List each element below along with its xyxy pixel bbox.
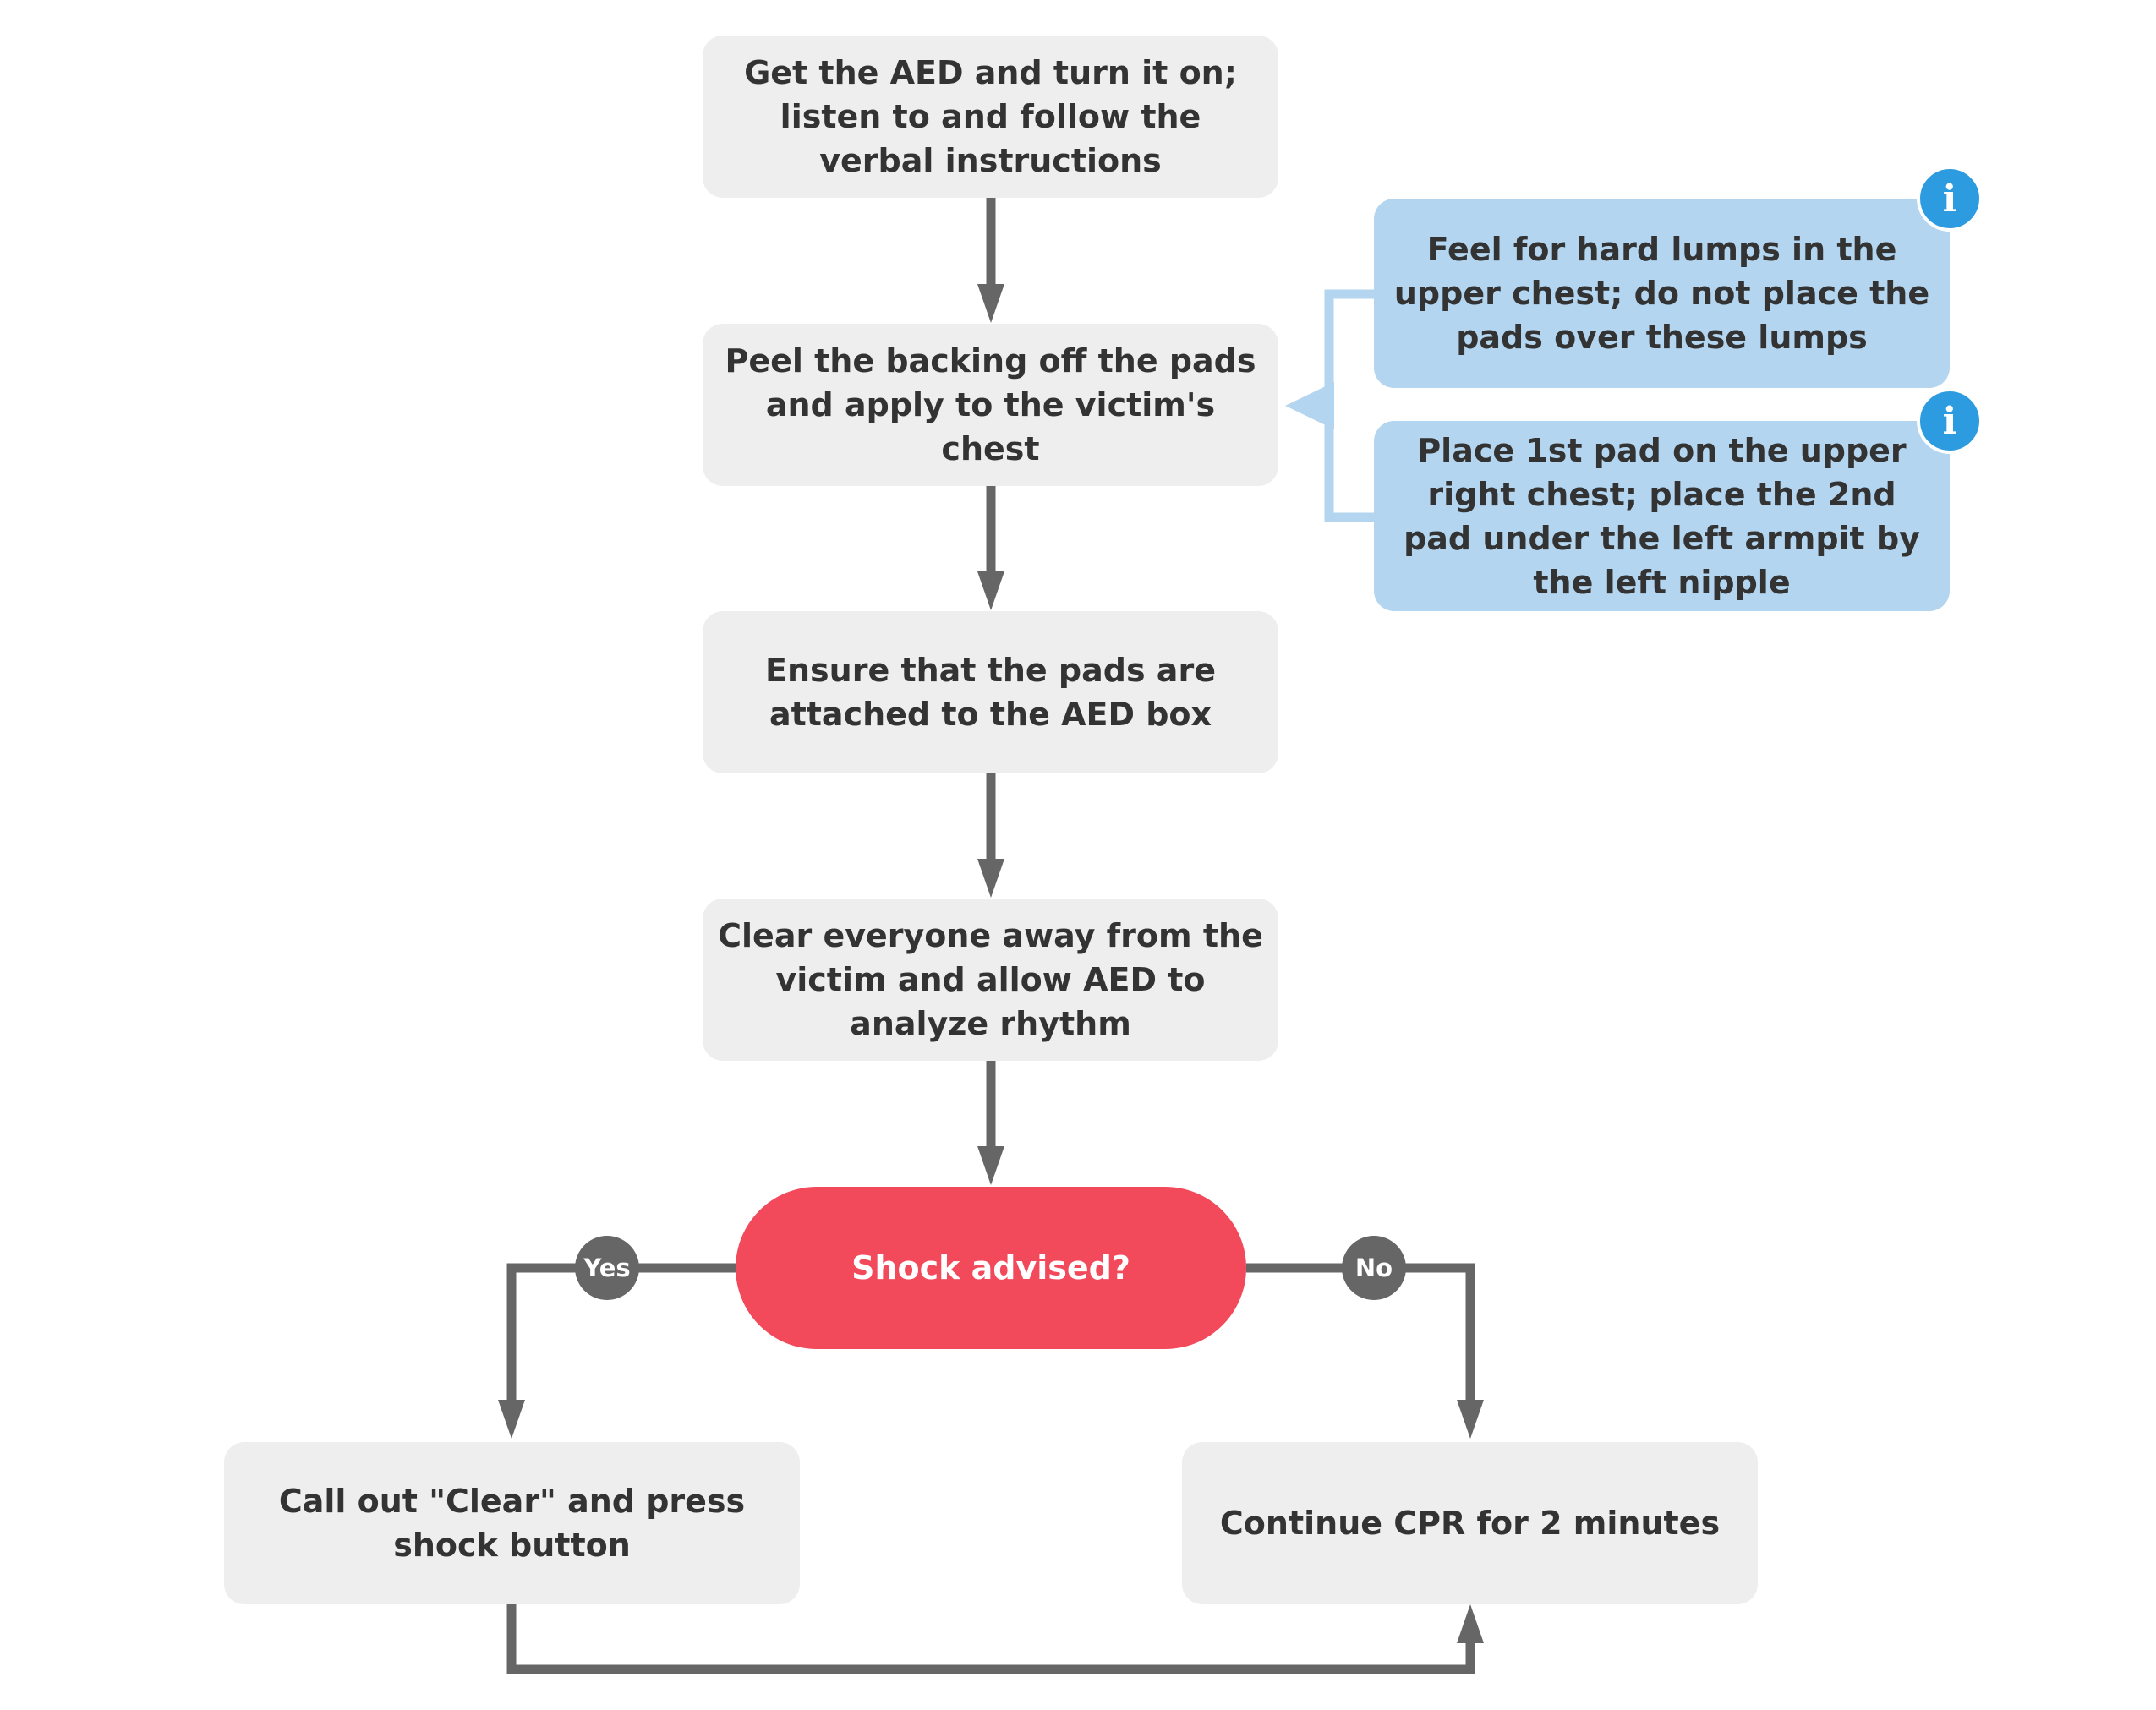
info-icon[interactable]: i xyxy=(1917,388,1983,454)
yes-label: Yes xyxy=(575,1236,639,1300)
step-apply-pads: Peel the backing off the pads and apply … xyxy=(703,324,1278,486)
arrow-yes-branch xyxy=(498,1263,736,1439)
step-clear-and-analyze: Clear everyone away from the victim and … xyxy=(703,899,1278,1061)
arrow-step4-to-decision xyxy=(977,1061,1004,1185)
step-press-shock: Call out "Clear" and press shock button xyxy=(224,1442,800,1604)
no-label: No xyxy=(1342,1236,1406,1300)
note-pad-placement-text: Place 1st pad on the upper right chest; … xyxy=(1404,431,1920,601)
step-get-aed: Get the AED and turn it on; listen to an… xyxy=(703,36,1278,198)
step-press-shock-text: Call out "Clear" and press shock button xyxy=(278,1483,746,1564)
arrow-step1-to-step2 xyxy=(977,198,1004,323)
step-attach-pads: Ensure that the pads are attached to the… xyxy=(703,611,1278,773)
step-get-aed-text: Get the AED and turn it on; listen to an… xyxy=(744,54,1237,179)
note-hard-lumps-text: Feel for hard lumps in the upper chest; … xyxy=(1393,231,1930,356)
decision-shock-advised: Shock advised? xyxy=(736,1187,1246,1349)
step-apply-pads-text: Peel the backing off the pads and apply … xyxy=(725,342,1256,467)
arrow-step2-to-step3 xyxy=(977,486,1004,610)
step-continue-cpr-text: Continue CPR for 2 minutes xyxy=(1219,1505,1721,1542)
arrow-step3-to-step4 xyxy=(977,773,1004,898)
note-bracket xyxy=(1285,289,1374,522)
decision-text: Shock advised? xyxy=(851,1249,1130,1287)
note-pad-placement: Place 1st pad on the upper right chest; … xyxy=(1374,421,1950,611)
arrow-shock-to-cpr xyxy=(506,1604,1484,1674)
step-attach-pads-text: Ensure that the pads are attached to the… xyxy=(765,652,1216,733)
info-icon[interactable]: i xyxy=(1917,166,1983,232)
arrow-no-branch xyxy=(1246,1263,1484,1439)
note-hard-lumps: Feel for hard lumps in the upper chest; … xyxy=(1374,199,1950,388)
step-clear-and-analyze-text: Clear everyone away from the victim and … xyxy=(718,917,1263,1042)
step-continue-cpr: Continue CPR for 2 minutes xyxy=(1182,1442,1758,1604)
